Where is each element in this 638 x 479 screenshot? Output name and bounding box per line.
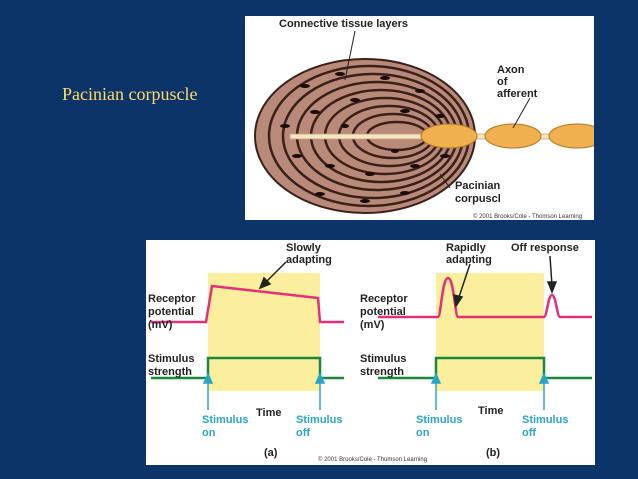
slowly-label-1: Slowly: [286, 242, 321, 254]
receptor-trace-a: [151, 284, 344, 324]
top-copyright: © 2001 Brooks/Cole - Thomson Learning: [473, 214, 583, 220]
adaptation-graphs: [151, 255, 592, 410]
stimulus-on-b-2: on: [416, 427, 430, 439]
stimulus-label-a-2: strength: [148, 366, 192, 378]
off-response-arrow: [549, 255, 553, 287]
caption-a: (a): [264, 447, 278, 459]
bottom-copyright: © 2001 Brooks/Cole - Thomson Learning: [318, 457, 428, 463]
receptor-label-b-3: (mV): [360, 319, 385, 331]
slowly-label-2: adapting: [286, 254, 332, 266]
myelin-sheaths: [420, 123, 594, 149]
leader-pacinian: [439, 173, 451, 189]
slowly-adapting-arrow: [263, 261, 287, 285]
adaptation-figure: Slowly adapting Receptor potential (mV) …: [146, 240, 595, 465]
stimulus-label-b-1: Stimulus: [360, 353, 407, 365]
stimulus-on-b-1: Stimulus: [416, 414, 463, 426]
label-axon-3: afferent: [497, 88, 538, 100]
label-pacinian-1: Pacinian: [455, 180, 501, 192]
stimulus-off-b-1: Stimulus: [522, 414, 569, 426]
stimulus-label-a-1: Stimulus: [148, 353, 195, 365]
slowly-adapting-arrowhead: [258, 276, 272, 290]
corpuscle-illustration: [254, 30, 594, 214]
label-axon-2: of: [497, 76, 508, 88]
label-pacinian-2: corpuscl: [455, 193, 501, 205]
receptor-label-a-1: Receptor: [148, 293, 196, 305]
time-label-b: Time: [478, 405, 504, 417]
rapidly-label-2: adapting: [446, 254, 492, 266]
stimulus-on-a-1: Stimulus: [202, 414, 249, 426]
stimulus-off-a-1: Stimulus: [296, 414, 343, 426]
layer-nuclei: [280, 72, 450, 203]
caption-b: (b): [486, 447, 501, 459]
label-axon-1: Axon: [497, 64, 525, 76]
slide-title: Pacinian corpuscle: [62, 84, 198, 104]
receptor-label-b-2: potential: [360, 306, 406, 318]
stimulus-off-a-2: off: [296, 427, 311, 439]
receptor-label-a-3: (mV): [148, 319, 173, 331]
stimulus-on-a-2: on: [202, 427, 216, 439]
rapidly-adapting-arrow: [457, 263, 471, 301]
time-label-a: Time: [256, 407, 282, 419]
stimulus-off-b-2: off: [522, 427, 537, 439]
stimulus-trace-a: [151, 356, 344, 380]
pacinian-corpuscle-figure: Connective tissue layers Axon of afferen…: [245, 16, 594, 220]
off-response-label: Off response: [511, 242, 579, 254]
rapidly-label-1: Rapidly: [446, 242, 486, 254]
stimulus-label-b-2: strength: [360, 366, 404, 378]
receptor-label-a-2: potential: [148, 306, 194, 318]
label-connective-layers: Connective tissue layers: [279, 18, 409, 30]
off-response-arrowhead: [546, 281, 558, 295]
leader-connective: [344, 30, 356, 81]
stimulus-trace-b: [378, 356, 592, 380]
leader-axon: [512, 97, 531, 129]
receptor-trace-b: [378, 276, 592, 319]
receptor-label-b-1: Receptor: [360, 293, 408, 305]
rapidly-adapting-arrowhead: [453, 293, 464, 308]
